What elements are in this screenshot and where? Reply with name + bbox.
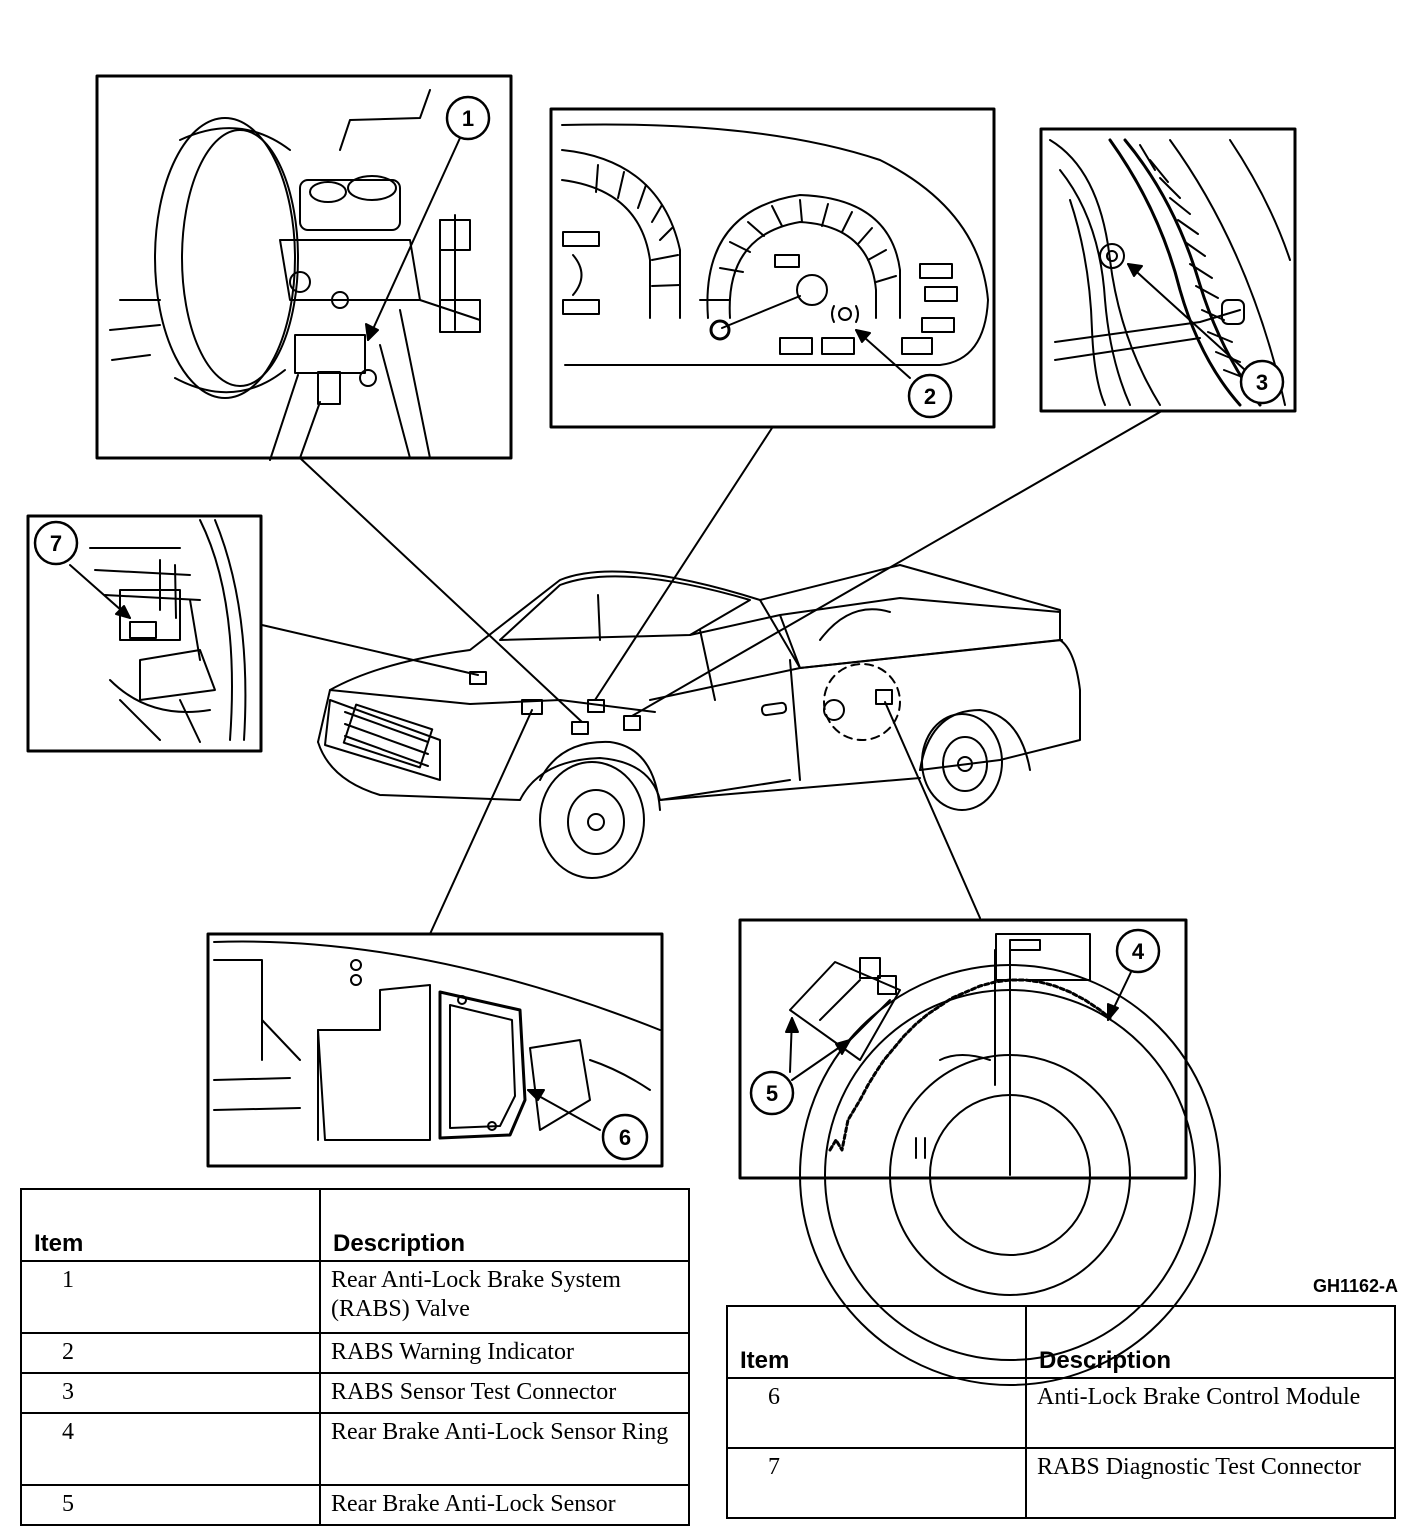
detail-view-rabs-valve [95,74,513,461]
legend-item-number: 6 [726,1377,1027,1449]
legend-header-description: Description [319,1188,690,1262]
legend-item-description: Rear Anti-Lock Brake System (RABS) Valve [319,1260,690,1334]
legend-item-number: 2 [20,1332,321,1374]
callout-5: 5 [766,1081,778,1106]
callout-3: 3 [1256,370,1268,395]
pickup-truck-illustration [317,564,1081,879]
callout-6: 6 [619,1125,631,1150]
table-row: 3 RABS Sensor Test Connector [20,1372,690,1414]
callout-2: 2 [924,384,936,409]
detail-view-diagnostic-test-connector [26,514,263,753]
table-row: 5 Rear Brake Anti-Lock Sensor [20,1484,690,1526]
legend-item-number: 3 [20,1372,321,1414]
legend-item-description: RABS Sensor Test Connector [319,1372,690,1414]
callout-1: 1 [462,106,474,131]
legend-item-description: Rear Brake Anti-Lock Sensor Ring [319,1412,690,1486]
legend-header-description: Description [1025,1305,1396,1379]
callout-7: 7 [50,531,62,556]
legend-item-description: RABS Warning Indicator [319,1332,690,1374]
legend-header-item: Item [726,1305,1027,1379]
legend-table-items-6-7: Item Description 6 Anti-Lock Brake Contr… [726,1305,1396,1519]
detail-view-sensor-test-connector [1039,127,1297,413]
legend-header-item: Item [20,1188,321,1262]
legend-item-description: Rear Brake Anti-Lock Sensor [319,1484,690,1526]
detail-view-warning-indicator [549,107,996,429]
table-row: 6 Anti-Lock Brake Control Module [726,1377,1396,1449]
table-row: 2 RABS Warning Indicator [20,1332,690,1374]
callout-4: 4 [1132,939,1145,964]
table-row: 7 RABS Diagnostic Test Connector [726,1447,1396,1519]
table-row: 1 Rear Anti-Lock Brake System (RABS) Val… [20,1260,690,1334]
figure-reference-code: GH1162-A [1312,1276,1398,1296]
legend-item-number: 4 [20,1412,321,1486]
legend-item-number: 5 [20,1484,321,1526]
legend-table-items-1-5: Item Description 1 Rear Anti-Lock Brake … [20,1188,690,1526]
table-row: 4 Rear Brake Anti-Lock Sensor Ring [20,1412,690,1486]
legend-item-description: RABS Diagnostic Test Connector [1025,1447,1396,1519]
legend-item-number: 1 [20,1260,321,1334]
detail-view-control-module [206,932,664,1168]
legend-item-description: Anti-Lock Brake Control Module [1025,1377,1396,1449]
leader-lines [261,411,1161,935]
legend-item-number: 7 [726,1447,1027,1519]
